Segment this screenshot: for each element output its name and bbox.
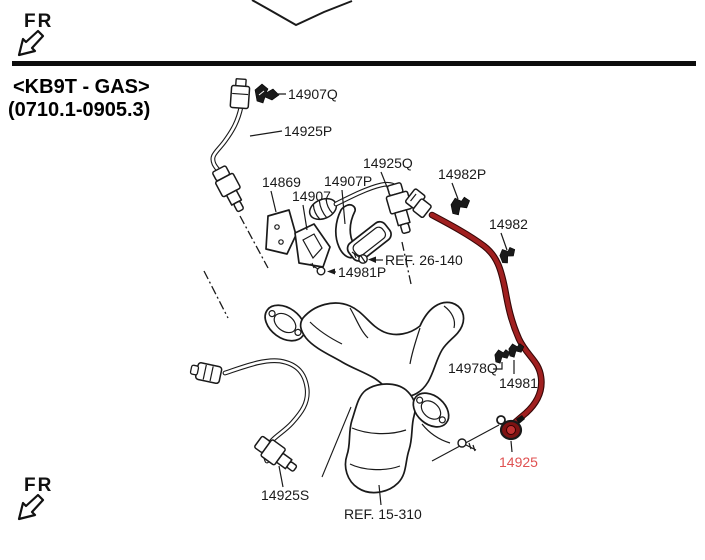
part-label-14925q[interactable]: 14925Q [363, 155, 413, 171]
heat-shield-plate [346, 220, 392, 262]
harness-clip-14982P [447, 193, 474, 217]
fr-direction-marker-top: FR [17, 11, 53, 57]
fr-direction-marker-bottom: FR [17, 475, 53, 521]
catalyst-lower-flange [412, 392, 450, 428]
sensor-bracket-14907 [294, 223, 331, 268]
sensor-bracket-14869 [265, 209, 297, 255]
part-label-14982p[interactable]: 14982P [438, 166, 486, 182]
part-label-ref-15-310[interactable]: REF. 15-310 [344, 506, 422, 522]
manifold-detail-4 [443, 305, 456, 329]
highlighted-harness-14925[interactable] [404, 188, 545, 441]
sensor-body-14925Q [385, 182, 413, 235]
section-date-range: (0710.1-0905.3) [8, 99, 150, 121]
manifold-detail-2 [409, 327, 421, 365]
manifold-body [299, 301, 465, 398]
catalyst-detail-1 [351, 427, 407, 435]
part-label-14925s[interactable]: 14925S [261, 487, 309, 503]
locator-line-center-sensor [401, 241, 412, 285]
sensor-connector-14925P [229, 78, 251, 110]
part-label-14907q[interactable]: 14907Q [288, 86, 338, 102]
part-label-ref-26-140[interactable]: REF. 26-140 [385, 252, 463, 268]
part-label-14981p[interactable]: 14981P [338, 264, 386, 280]
rear-oxygen-sensor-14925S [189, 358, 310, 472]
part-label-14907p[interactable]: 14907P [324, 173, 372, 189]
fr-arrow-icon-top [17, 29, 45, 57]
locator-line-front-sensor [239, 215, 269, 269]
sensor-connector-14925S [189, 362, 223, 385]
part-label-14925-highlighted[interactable]: 14925 [499, 454, 538, 470]
locator-line-catalyst [321, 406, 352, 478]
manifold-detail-1 [349, 307, 369, 339]
part-label-14907[interactable]: 14907 [292, 188, 331, 204]
locator-line-bracket [203, 270, 229, 319]
part-label-14982[interactable]: 14982 [489, 216, 528, 232]
part-label-14925p[interactable]: 14925P [284, 123, 332, 139]
flange-pipe-stub [421, 423, 451, 444]
front-oxygen-sensor-14925P [210, 78, 251, 213]
harness-end-grommet-14925 [496, 415, 525, 441]
section-code: <KB9T - GAS> [13, 76, 150, 98]
mounting-bolt-14981P [309, 262, 326, 276]
fr-arrow-icon-bottom [17, 493, 45, 521]
catalyst-detail-2 [349, 463, 401, 471]
center-oxygen-sensor-14925Q [333, 181, 413, 235]
mounting-bolt-ref26140 [351, 251, 368, 264]
manifold-detail-3 [309, 321, 343, 345]
fr-label-top: FR [24, 11, 53, 32]
section-divider [12, 61, 696, 66]
harness-connector-14925 [404, 188, 432, 219]
sensor-body-14925S [254, 435, 298, 472]
part-label-14981[interactable]: 14981 [499, 375, 538, 391]
fr-label-bottom: FR [24, 475, 53, 496]
catalytic-converter-body [344, 383, 416, 494]
part-label-14978q[interactable]: 14978Q [448, 360, 498, 376]
part-label-14869[interactable]: 14869 [262, 174, 301, 190]
previous-diagram-edge [251, 0, 353, 27]
label-leaders [249, 90, 515, 506]
flange-stud-bolt [457, 438, 477, 452]
manifold-upper-flange [264, 304, 306, 342]
sensor-body-14925P [212, 165, 244, 213]
exhaust-manifold-assembly [264, 301, 477, 494]
